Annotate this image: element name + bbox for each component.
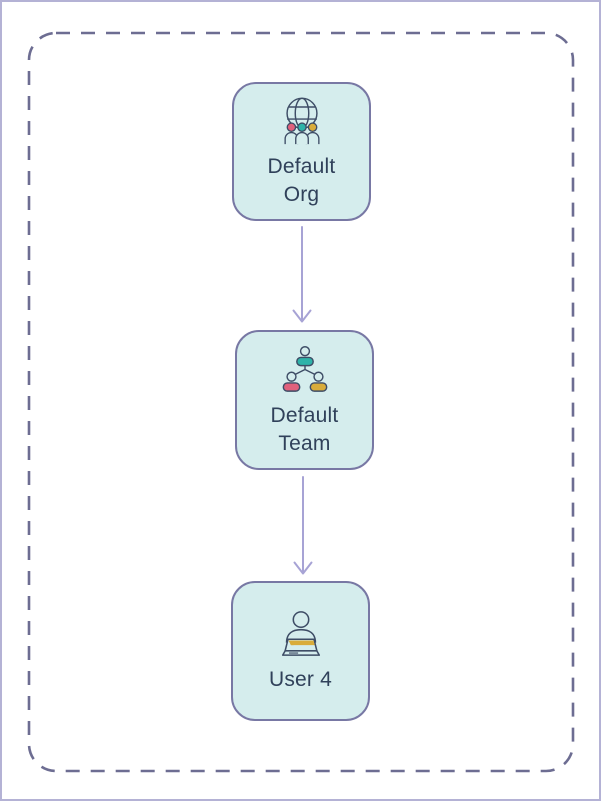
node-default-team[interactable]: Default Team (235, 330, 374, 470)
org-globe-users-icon (283, 97, 320, 145)
node-user-4[interactable]: User 4 (231, 581, 370, 721)
team-hierarchy-icon (282, 345, 327, 392)
node-label-user-4: User 4 (268, 667, 333, 691)
user-laptop-icon (281, 610, 320, 656)
edge-arrow-team-to-user (293, 476, 313, 575)
node-label-default-team: Default Team (270, 403, 339, 455)
node-label-default-org: Default Org (267, 155, 336, 206)
node-default-org[interactable]: Default Org (232, 82, 371, 221)
edge-arrow-org-to-team (292, 226, 312, 323)
